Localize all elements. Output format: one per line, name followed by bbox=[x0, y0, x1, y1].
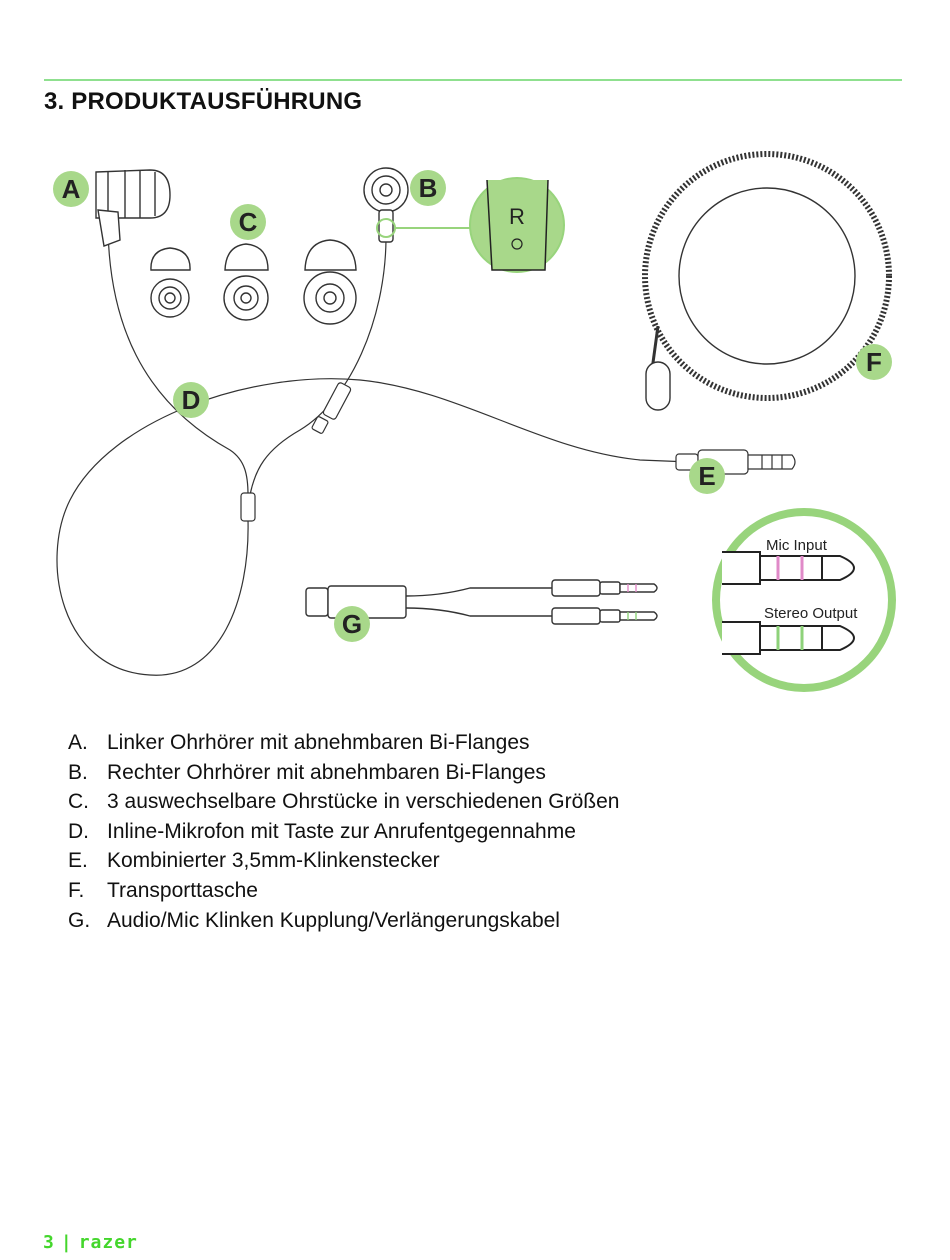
header-rule bbox=[44, 79, 902, 81]
stereo-output-label: Stereo Output bbox=[764, 605, 858, 622]
list-text: Kombinierter 3,5mm-Klinkenstecker bbox=[107, 849, 440, 873]
list-text: 3 auswechselbare Ohrstücke in verschiede… bbox=[107, 790, 620, 814]
list-key: B. bbox=[68, 760, 88, 784]
list-item: A. Linker Ohrhörer mit abnehmbaren Bi-Fla… bbox=[68, 728, 619, 758]
list-key: F. bbox=[68, 878, 85, 902]
svg-text:B: B bbox=[419, 173, 438, 203]
zoom-r-label: R bbox=[509, 204, 525, 229]
right-earbud bbox=[363, 167, 409, 243]
list-key: D. bbox=[68, 819, 89, 843]
list-item: G. Audio/Mic Klinken Kupplung/Verlängerun… bbox=[68, 906, 619, 936]
footer-separator: | bbox=[60, 1232, 73, 1253]
page-footer: 3|razer bbox=[43, 1232, 138, 1253]
svg-text:D: D bbox=[182, 385, 201, 415]
list-text: Inline-Mikrofon mit Taste zur Anrufentge… bbox=[107, 819, 576, 843]
callout-g: G bbox=[334, 606, 370, 642]
list-key: E. bbox=[68, 849, 88, 873]
list-key: G. bbox=[68, 908, 91, 932]
main-cable bbox=[56, 378, 691, 676]
inline-mic bbox=[311, 382, 352, 434]
list-text: Audio/Mic Klinken Kupplung/Verlängerungs… bbox=[107, 908, 560, 932]
list-text: Transporttasche bbox=[107, 878, 258, 902]
jack-zoom: Mic Input Stereo Output bbox=[712, 508, 896, 692]
svg-text:G: G bbox=[342, 609, 362, 639]
mic-input-label: Mic Input bbox=[766, 537, 828, 554]
svg-text:F: F bbox=[866, 347, 882, 377]
carry-case bbox=[642, 151, 892, 411]
list-text: Rechter Ohrhörer mit abnehmbaren Bi-Flan… bbox=[107, 760, 546, 784]
callout-d: D bbox=[173, 382, 209, 418]
list-key: A. bbox=[68, 731, 88, 754]
list-item: E. Kombinierter 3,5mm-Klinkenstecker bbox=[68, 846, 619, 876]
list-key: C. bbox=[68, 790, 89, 814]
svg-text:E: E bbox=[698, 461, 715, 491]
list-item: F. Transporttasche bbox=[68, 876, 619, 906]
product-diagram: R Mic Input bbox=[53, 151, 896, 692]
callout-a: A bbox=[53, 171, 89, 207]
left-earbud bbox=[95, 169, 171, 247]
callout-c: C bbox=[230, 204, 266, 240]
section-title: 3. PRODUKTAUSFÜHRUNG bbox=[44, 88, 363, 115]
callout-b: B bbox=[410, 170, 446, 206]
earbud-zoom: R bbox=[469, 177, 565, 273]
svg-text:C: C bbox=[239, 207, 258, 237]
svg-text:A: A bbox=[62, 174, 81, 204]
ear-tips bbox=[150, 239, 357, 325]
page-number: 3 bbox=[43, 1232, 55, 1253]
callout-f: F bbox=[856, 344, 892, 380]
list-text: Linker Ohrhörer mit abnehmbaren Bi-Flang… bbox=[107, 731, 530, 754]
list-item: D. Inline-Mikrofon mit Taste zur Anrufent… bbox=[68, 817, 619, 847]
callout-e: E bbox=[689, 458, 725, 494]
list-item: C. 3 auswechselbare Ohrstücke in verschie… bbox=[68, 787, 619, 817]
brand-logo: razer bbox=[78, 1232, 138, 1253]
list-item: B. Rechter Ohrhörer mit abnehmbaren Bi-Fl… bbox=[68, 758, 619, 788]
y-splitter bbox=[240, 492, 256, 522]
legend-list: A. Linker Ohrhörer mit abnehmbaren Bi-Fla… bbox=[68, 728, 619, 935]
